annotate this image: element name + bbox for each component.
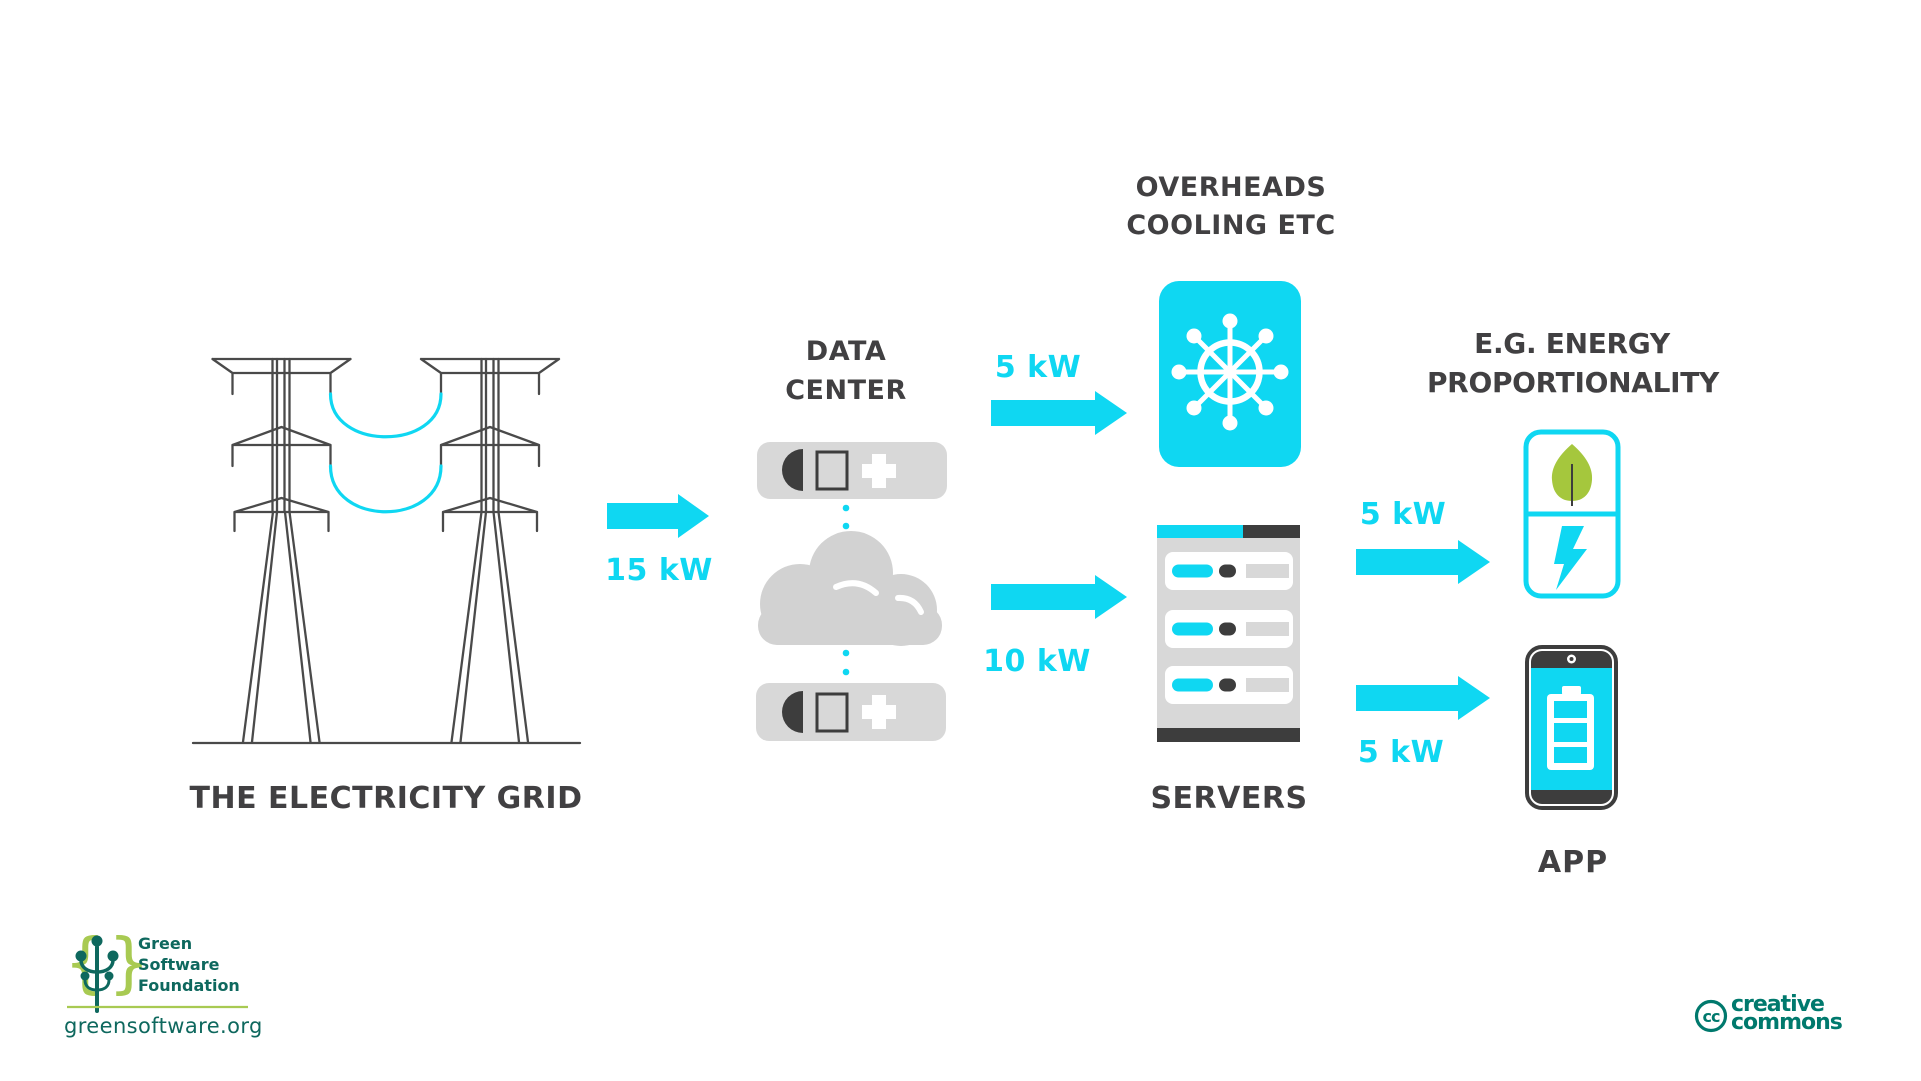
phone-bottom-bar [1531,790,1612,804]
brace-right-glyph: } [108,924,150,1001]
power-wire [328,464,443,514]
datacenter-icon [756,442,947,741]
power-wire [328,392,443,439]
flow-label-15kw: 15 kW [605,553,713,588]
half-circle-glyph [782,691,803,733]
gsf-url: greensoftware.org [64,1014,263,1038]
datacenter-label-line1: DATA [805,336,887,367]
flow-arrow-servers-to-app [1356,676,1490,720]
battery-icon [1547,686,1594,770]
server-blade-row [1165,666,1293,704]
cc-badge-icon [1694,999,1728,1033]
cc-wordmark-line1: creative [1731,992,1825,1017]
phone-battery-icon [1525,645,1618,810]
plus-glyph [862,454,896,488]
gsf-plant-icon: { } [64,924,248,1013]
flow-label-5kw-app: 5 kW [1357,735,1445,770]
flow-arrow-grid-to-datacenter [607,494,709,538]
server-blade-row [1165,610,1293,648]
lightning-bolt-icon [1554,526,1587,590]
servers-rack-icon [1157,525,1300,742]
overheads-label-line2: COOLING ETC [1126,210,1336,241]
flow-label-5kw-energy: 5 kW [1359,497,1447,532]
energy-label-line2: PROPORTIONALITY [1426,366,1720,399]
half-circle-glyph [782,449,803,491]
grid-label: THE ELECTRICITY GRID [189,781,583,816]
cc-wordmark-line2: commons [1731,1010,1843,1035]
gsf-name-line1: Green [138,934,193,953]
dotted-connector [842,649,850,676]
plus-glyph [862,695,896,729]
flow-label-5kw-overheads: 5 kW [994,350,1082,385]
device-bar-bottom-icon [756,683,946,741]
flow-arrow-datacenter-to-overheads [991,391,1127,435]
server-blade-row [1165,552,1293,590]
square-glyph [815,450,849,491]
servers-label: SERVERS [1150,781,1308,816]
energy-label-line1: E.G. ENERGY [1474,327,1670,360]
app-label: APP [1537,845,1609,880]
dotted-connector [842,504,850,530]
flow-label-10kw: 10 kW [983,644,1091,679]
energy-proportionality-icon [1523,429,1621,599]
square-glyph [815,692,849,733]
gsf-name-line3: Foundation [138,976,240,995]
fan-overheads-icon [1159,281,1301,467]
flow-arrow-datacenter-to-servers [991,575,1127,619]
flow-arrow-servers-to-energy [1356,540,1490,584]
gsf-name-line2: Software [138,955,220,974]
electricity-pylons-icon [191,357,582,745]
cc-symbol-text: cc [1702,1007,1721,1026]
datacenter-label-line2: CENTER [785,375,907,406]
cloud-icon [758,531,942,646]
device-bar-top-icon [757,442,947,499]
overheads-label-line1: OVERHEADS [1135,172,1327,203]
